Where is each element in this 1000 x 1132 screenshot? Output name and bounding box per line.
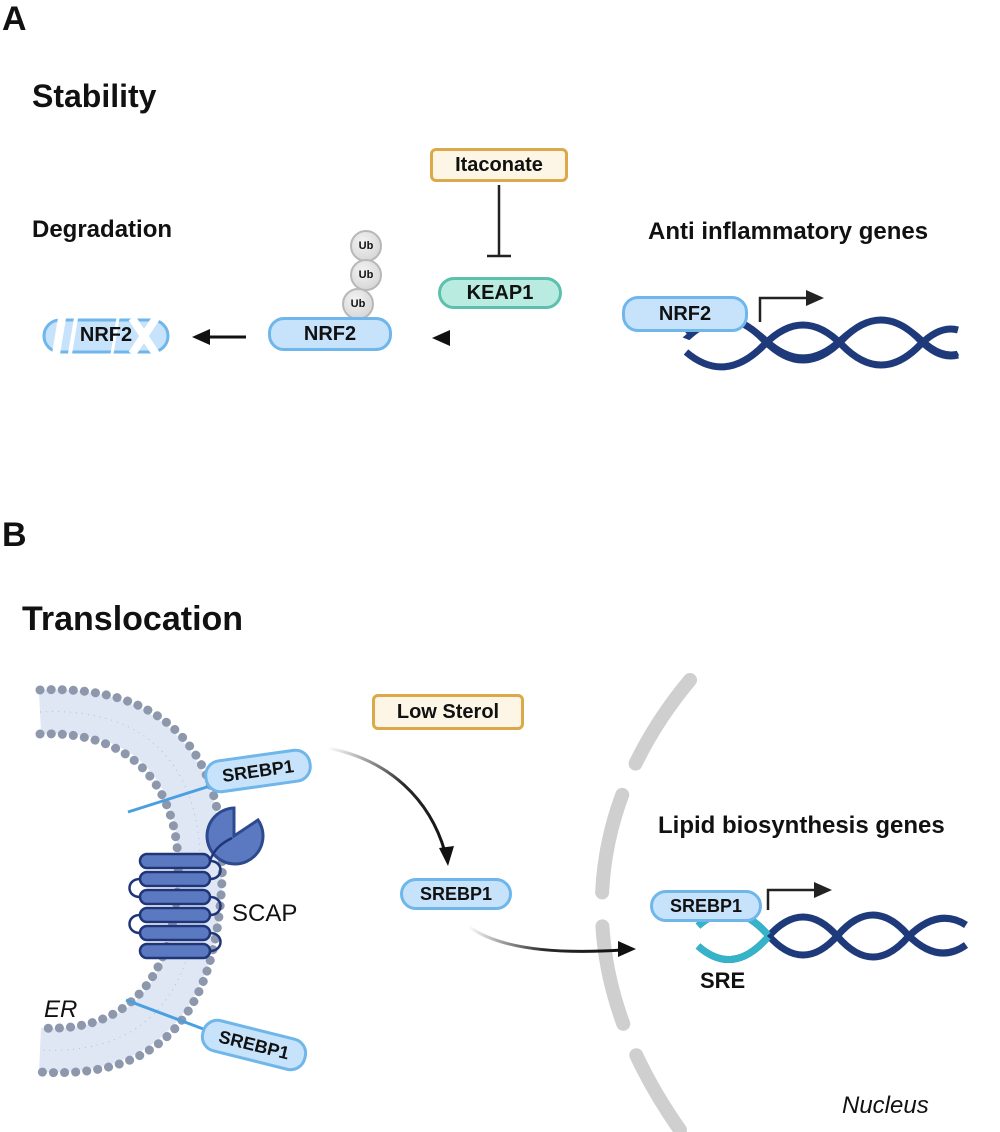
scap-loops	[128, 836, 233, 953]
arrow-to-ubiquitination-head	[432, 330, 450, 346]
nrf2-degraded-label: NRF2	[79, 324, 133, 346]
nrf2-bound-dna: NRF2	[622, 296, 748, 332]
sre-segment-2	[695, 934, 771, 963]
transcription-arrow-b	[766, 888, 816, 910]
panel-letter-b: B	[2, 516, 27, 554]
transcription-arrow-a-head	[806, 290, 824, 306]
srebp1-tether-bottom	[125, 998, 207, 1032]
degraded-nrf2-shape	[42, 315, 170, 357]
protease-icon	[205, 806, 265, 866]
sre-label: SRE	[700, 968, 746, 993]
anti-inflammatory-genes-label: Anti inflammatory genes	[648, 218, 929, 245]
arrow-cleavage-release	[327, 746, 447, 853]
arrow-to-nucleus	[467, 924, 623, 953]
arrow-to-degradation-head	[192, 329, 210, 345]
panel-letter-a: A	[2, 0, 27, 38]
arrow-cleavage-release-head	[439, 846, 454, 866]
panel-b-title: Translocation	[22, 600, 244, 638]
srebp1-cytoplasm: SREBP1	[400, 878, 512, 910]
scap-label: SCAP	[232, 900, 298, 927]
arrow-to-nucleus-head	[618, 941, 636, 957]
srebp1-nucleus: SREBP1	[650, 890, 762, 922]
transcription-arrow-b-head	[814, 882, 832, 898]
scap-protein	[138, 852, 212, 960]
nrf2-ubiquitinated: NRF2	[268, 317, 392, 351]
low-sterol-box: Low Sterol	[372, 694, 524, 730]
ubiquitin-1: Ub	[350, 230, 382, 262]
srebp1-tether-top	[127, 784, 211, 814]
ubiquitin-3: Ub	[342, 288, 374, 320]
er-label: ER	[44, 996, 78, 1023]
lipid-biosynthesis-genes-label: Lipid biosynthesis genes	[658, 812, 945, 839]
itaconate-box: Itaconate	[430, 148, 568, 182]
ubiquitin-2: Ub	[350, 259, 382, 291]
nuclear-envelope	[594, 673, 697, 1132]
transcription-arrow-a	[758, 296, 808, 322]
panel-a-title: Stability	[32, 78, 157, 114]
keap1-pill: KEAP1	[438, 277, 562, 309]
degradation-label: Degradation	[32, 216, 173, 243]
nucleus-label: Nucleus	[842, 1092, 929, 1119]
